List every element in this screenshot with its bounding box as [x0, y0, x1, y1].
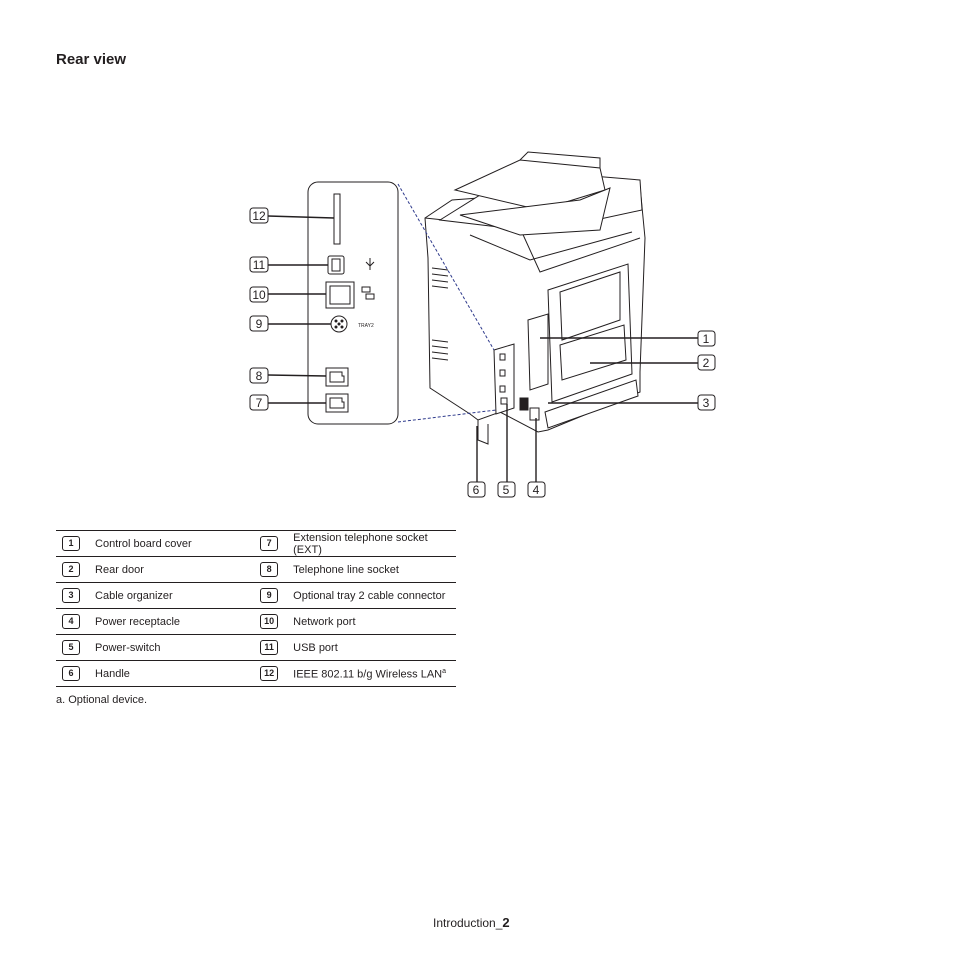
table-row: 3 Cable organizer 9 Optional tray 2 cabl… — [56, 582, 456, 609]
part-label: USB port — [293, 634, 456, 661]
port-strip — [493, 343, 515, 415]
table-row: 2 Rear door 8 Telephone line socket — [56, 556, 456, 583]
zoom-line-bottom — [397, 409, 497, 423]
power-receptacle-shape — [529, 407, 540, 421]
part-number-badge: 6 — [62, 666, 80, 681]
zoom-line-top — [397, 183, 495, 351]
part-number-badge: 5 — [62, 640, 80, 655]
tray2-label: TRAY2 — [358, 323, 374, 329]
table-row: 5 Power-switch 11 USB port — [56, 634, 456, 661]
rear-door — [547, 263, 633, 403]
callout-12: 12 — [252, 209, 266, 223]
parts-table: 1 Control board cover 7 Extension teleph… — [56, 530, 456, 687]
page-number: 2 — [502, 915, 510, 930]
wireless-lan-slot-shape — [333, 193, 341, 245]
part-number-badge: 3 — [62, 588, 80, 603]
part-number-badge: 11 — [260, 640, 279, 655]
feeder-tray — [459, 187, 611, 236]
usb-symbol-icon — [365, 258, 375, 270]
part-number-badge: 4 — [62, 614, 80, 629]
callout-5: 5 — [503, 483, 510, 497]
part-label: IEEE 802.11 b/g Wireless LAN — [293, 668, 443, 681]
table-row: 1 Control board cover 7 Extension teleph… — [56, 530, 456, 557]
part-label: Optional tray 2 cable connector — [293, 582, 456, 609]
rear-view-illustration: TRAY2 12 11 10 9 8 7 — [249, 151, 716, 498]
part-number-badge: 2 — [62, 562, 80, 577]
power-switch-shape — [519, 397, 529, 411]
part-number-badge: 8 — [260, 562, 279, 577]
table-row: 6 Handle 12 IEEE 802.11 b/g Wireless LAN… — [56, 661, 456, 687]
line-socket-shape — [325, 367, 349, 387]
part-label: Telephone line socket — [293, 556, 456, 583]
callout-11: 11 — [253, 258, 266, 272]
control-board-cover — [527, 313, 549, 391]
footnote-mark: a — [442, 668, 447, 676]
handle-shape — [477, 420, 489, 445]
cable-organizer — [544, 379, 639, 429]
connector-panel — [307, 181, 399, 425]
part-label: Extension telephone socket (EXT) — [293, 530, 456, 557]
part-label: Handle — [95, 667, 130, 680]
callout-7: 7 — [256, 396, 263, 410]
section-title: Rear view — [56, 51, 127, 68]
part-label: Power-switch — [95, 634, 255, 661]
part-number-badge: 9 — [260, 588, 279, 603]
network-port-shape — [325, 281, 355, 309]
callout-1: 1 — [703, 332, 710, 346]
footnote: a. Optional device. — [56, 694, 148, 706]
network-symbol-icon — [361, 286, 375, 300]
part-label: Control board cover — [95, 530, 255, 557]
part-label: Power receptacle — [95, 608, 255, 635]
part-number-badge: 7 — [260, 536, 279, 551]
part-number-badge: 12 — [260, 666, 279, 681]
callout-2: 2 — [703, 356, 710, 370]
part-number-badge: 10 — [260, 614, 279, 629]
part-label: Network port — [293, 608, 456, 635]
part-label: Cable organizer — [95, 582, 255, 609]
callout-9: 9 — [256, 317, 263, 331]
part-label: Rear door — [95, 556, 255, 583]
footer-section: Introduction_ — [433, 916, 503, 930]
callout-4: 4 — [533, 483, 540, 497]
callout-8: 8 — [256, 369, 263, 383]
callout-10: 10 — [252, 288, 266, 302]
page-footer: Introduction_2 — [433, 915, 510, 930]
table-row: 4 Power receptacle 10 Network port — [56, 608, 456, 635]
callout-3: 3 — [703, 396, 710, 410]
part-number-badge: 1 — [62, 536, 80, 551]
callout-6: 6 — [473, 483, 480, 497]
